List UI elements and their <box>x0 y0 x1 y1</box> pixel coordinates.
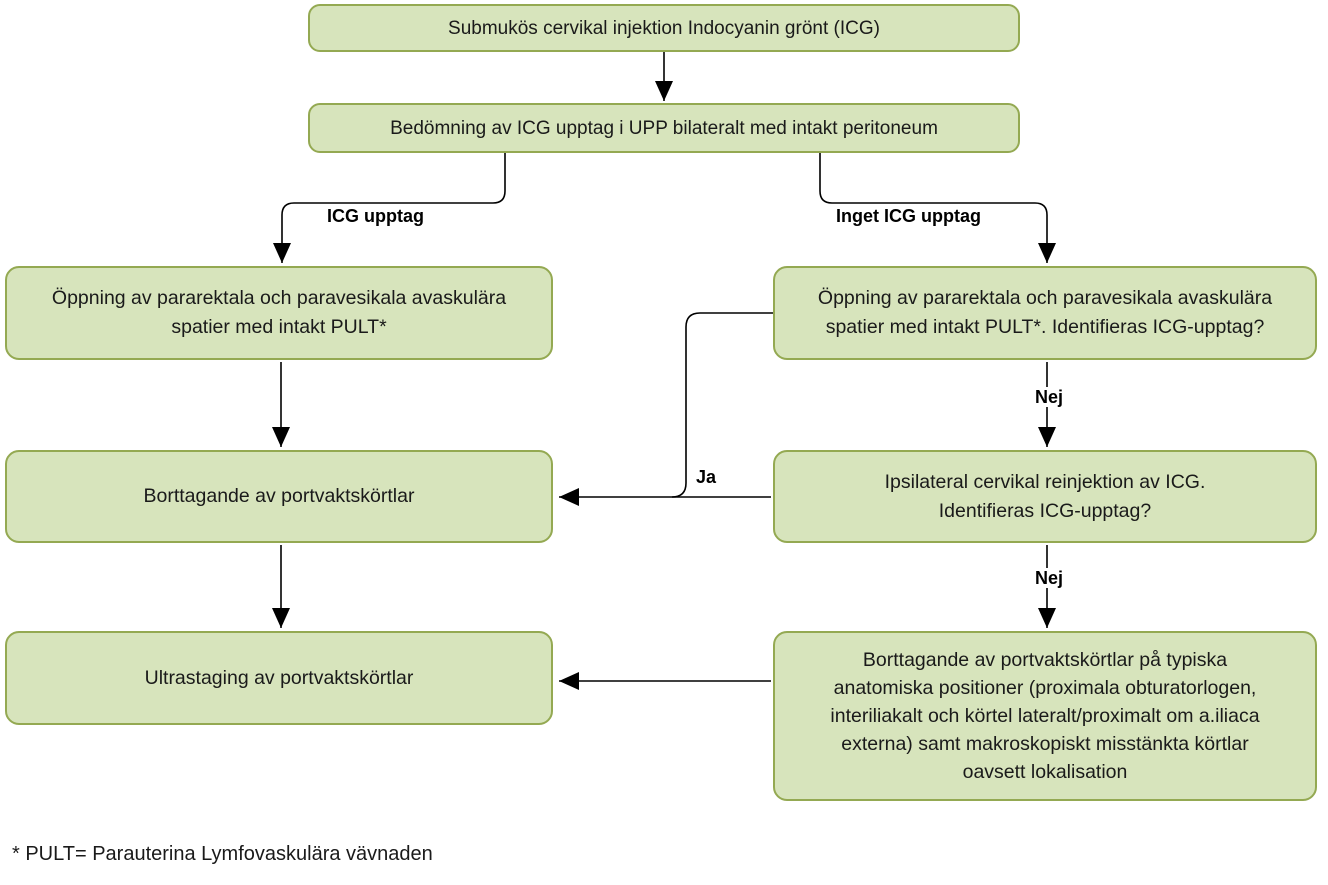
node-injection: Submukös cervikal injektion Indocyanin g… <box>308 4 1020 52</box>
node-reinjection: Ipsilateral cervikal reinjektion av ICG.… <box>773 450 1317 543</box>
node-reinjection-line2: Identifieras ICG-upptag? <box>938 499 1152 522</box>
node-open-spaces-left-line1: Öppning av pararektala och paravesikala … <box>51 287 507 309</box>
node-assessment: Bedömning av ICG upptag i UPP bilateralt… <box>308 103 1020 153</box>
node-remove-typical-line3: interiliakalt och körtel lateralt/proxim… <box>830 705 1260 727</box>
node-injection-label: Submukös cervikal injektion Indocyanin g… <box>448 17 880 39</box>
node-open-spaces-right-line1: Öppning av pararektala och paravesikala … <box>817 287 1273 309</box>
arrow-assessment-to-left-branch <box>273 153 506 263</box>
edge-label-nej-bottom: Nej <box>1031 568 1067 588</box>
node-ultrastaging-label: Ultrastaging av portvaktskörtlar <box>144 666 414 689</box>
node-remove-sentinel: Borttagande av portvaktskörtlar <box>5 450 553 543</box>
node-remove-typical-line2: anatomiska positioner (proximala obturat… <box>833 677 1257 699</box>
arrow-assessment-to-right-branch <box>819 153 1056 263</box>
node-remove-typical-line4: externa) samt makroskopiskt misstänkta k… <box>841 733 1249 755</box>
node-ultrastaging: Ultrastaging av portvaktskörtlar <box>5 631 553 725</box>
node-open-spaces-left-line2: spatier med intakt PULT* <box>171 316 387 338</box>
node-remove-sentinel-label: Borttagande av portvaktskörtlar <box>143 485 415 507</box>
footnote-pult-definition: * PULT= Parauterina Lymfovaskulära vävna… <box>12 843 433 865</box>
node-open-spaces-right-line2: spatier med intakt PULT*. Identifieras I… <box>825 316 1265 338</box>
edge-label-nej-top: Nej <box>1031 387 1067 407</box>
node-remove-typical: Borttagande av portvaktskörtlar på typis… <box>773 631 1317 801</box>
node-reinjection-line1: Ipsilateral cervikal reinjektion av ICG. <box>884 470 1206 493</box>
node-remove-typical-line1: Borttagande av portvaktskörtlar på typis… <box>862 649 1228 671</box>
edge-label-no-icg-uptake: Inget ICG upptag <box>836 206 981 226</box>
connector-ja-vertical <box>671 312 773 498</box>
edge-label-ja: Ja <box>693 467 720 487</box>
node-open-spaces-right: Öppning av pararektala och paravesikala … <box>773 266 1317 360</box>
node-assessment-label: Bedömning av ICG upptag i UPP bilateralt… <box>390 117 938 139</box>
node-remove-typical-line5: oavsett lokalisation <box>962 761 1128 783</box>
edge-label-icg-uptake: ICG upptag <box>327 206 424 226</box>
node-open-spaces-left: Öppning av pararektala och paravesikala … <box>5 266 553 360</box>
